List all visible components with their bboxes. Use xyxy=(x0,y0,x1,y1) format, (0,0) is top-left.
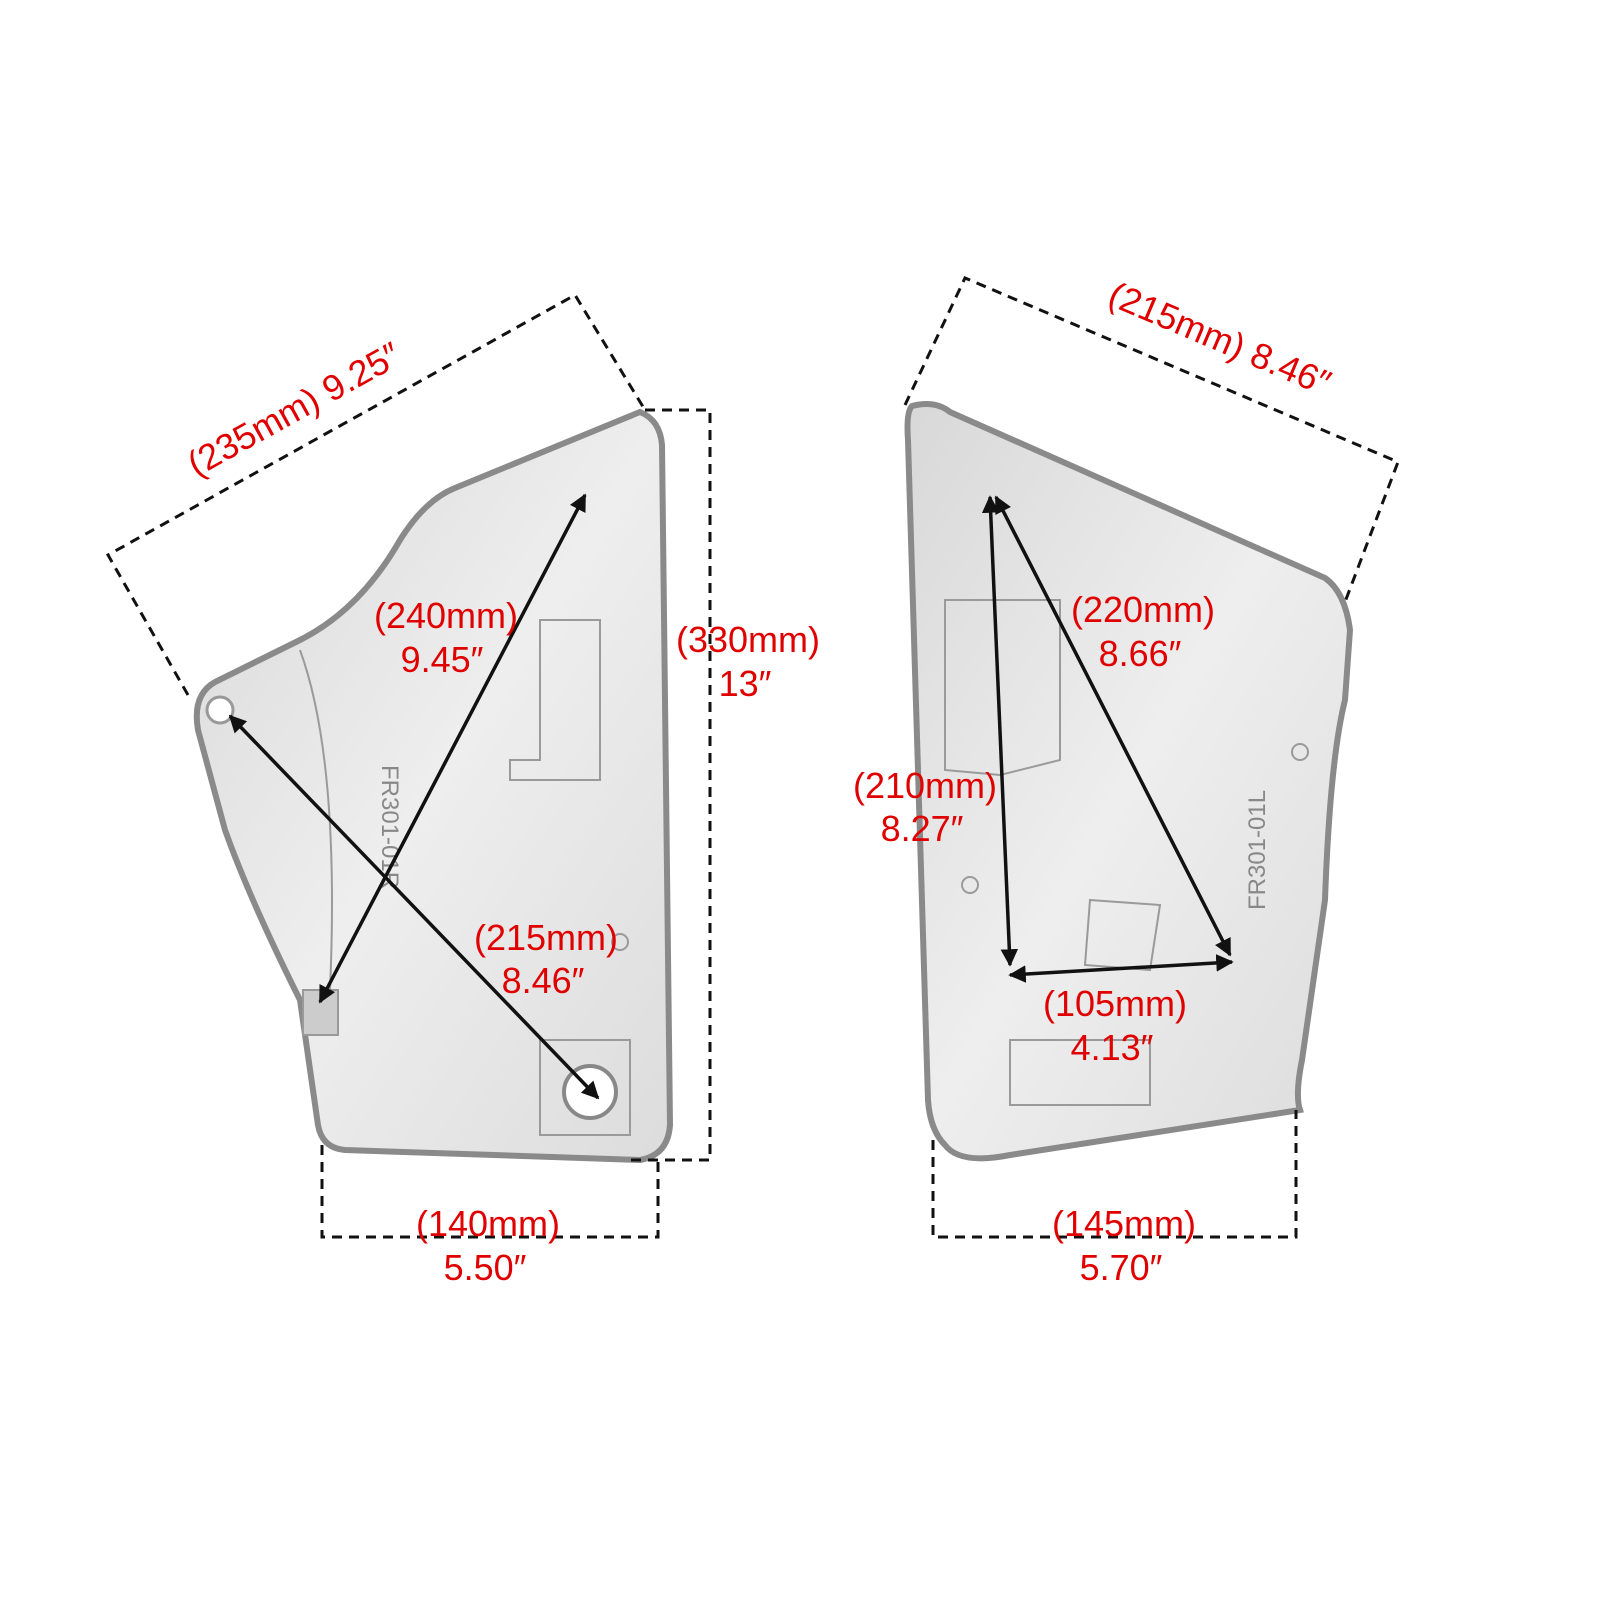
left-height-dimension-line xyxy=(630,408,712,1162)
left-clip-metric: (240mm) xyxy=(374,595,518,636)
left-top-label: (235mm) 9.25″ xyxy=(180,334,407,485)
right-horizontal-metric: (105mm) xyxy=(1043,983,1187,1024)
right-horizontal-arrow xyxy=(1008,954,1234,983)
right-horizontal-imperial: 4.13″ xyxy=(1071,1027,1154,1068)
left-width-metric: (140mm) xyxy=(416,1203,560,1244)
left-clip-imperial: 9.45″ xyxy=(401,639,484,680)
right-diagonal-imperial: 8.66″ xyxy=(1099,633,1182,674)
right-top-label: (215mm) 8.46″ xyxy=(1103,273,1337,403)
right-width-dimension-line xyxy=(931,1110,1298,1239)
left-diagonal-metric: (215mm) xyxy=(474,917,618,958)
left-clip-arrow xyxy=(318,493,587,1004)
mount-hole xyxy=(205,695,235,725)
right-panel-tab xyxy=(1009,1039,1151,1106)
small-hole xyxy=(1291,743,1309,761)
left-width-dimension-line xyxy=(320,1145,660,1239)
right-width-metric: (145mm) xyxy=(1052,1203,1196,1244)
left-top-dimension-line xyxy=(105,292,647,696)
right-diagonal-metric: (220mm) xyxy=(1071,589,1215,630)
small-hole xyxy=(961,876,979,894)
right-diagonal-arrow xyxy=(994,495,1232,957)
right-part-number: FR301-01L xyxy=(1244,790,1271,910)
right-vertical-imperial: 8.27″ xyxy=(881,808,964,849)
left-height-imperial: 13″ xyxy=(719,663,772,704)
left-diagonal-imperial: 8.46″ xyxy=(502,960,585,1001)
left-width-imperial: 5.50″ xyxy=(444,1247,527,1288)
right-vertical-metric: (210mm) xyxy=(853,765,997,806)
left-height-metric: (330mm) xyxy=(676,619,820,660)
right-top-dimension-line xyxy=(903,276,1400,603)
mount-clip xyxy=(302,989,339,1036)
right-width-imperial: 5.70″ xyxy=(1080,1247,1163,1288)
small-hole xyxy=(611,933,629,951)
